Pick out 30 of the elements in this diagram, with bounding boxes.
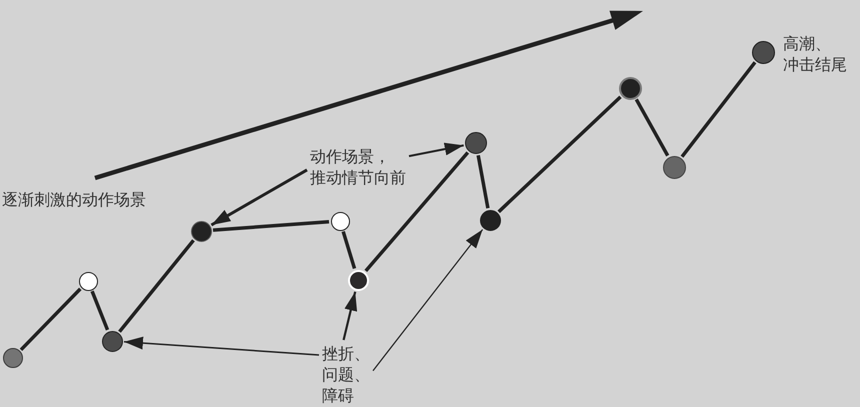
trend-label: 逐渐刺激的动作场景 bbox=[2, 189, 146, 210]
plot-line bbox=[342, 230, 356, 270]
plot-line bbox=[476, 154, 490, 209]
plot-point bbox=[752, 40, 774, 64]
plot-point bbox=[330, 212, 350, 230]
plot-line bbox=[680, 61, 756, 158]
plot-line bbox=[634, 98, 670, 156]
callout-text: 挫折、问题、障碍 bbox=[322, 343, 370, 406]
plot-line bbox=[212, 220, 330, 232]
leader-arrow bbox=[342, 291, 358, 340]
plot-point bbox=[190, 220, 212, 242]
leader-arrow bbox=[372, 229, 484, 372]
plot-point bbox=[618, 76, 642, 100]
callout-text: 动作场景，推动情节向前 bbox=[310, 146, 406, 188]
plot-line bbox=[118, 239, 195, 333]
plot-point bbox=[102, 330, 122, 352]
plot-line bbox=[90, 290, 110, 331]
plot-point bbox=[465, 132, 487, 154]
plot-line bbox=[498, 96, 622, 214]
plot-point bbox=[480, 210, 500, 230]
plot-point bbox=[3, 348, 23, 368]
leader-arrow bbox=[124, 336, 320, 356]
leader-arrow bbox=[408, 142, 464, 158]
plot-point bbox=[78, 272, 98, 290]
plot-point bbox=[662, 156, 686, 178]
plot-point bbox=[348, 270, 368, 290]
leader-arrow bbox=[210, 168, 308, 226]
point-label: 高潮、冲击结尾 bbox=[783, 33, 847, 75]
plot-line bbox=[364, 151, 470, 272]
plot-line bbox=[20, 288, 82, 352]
